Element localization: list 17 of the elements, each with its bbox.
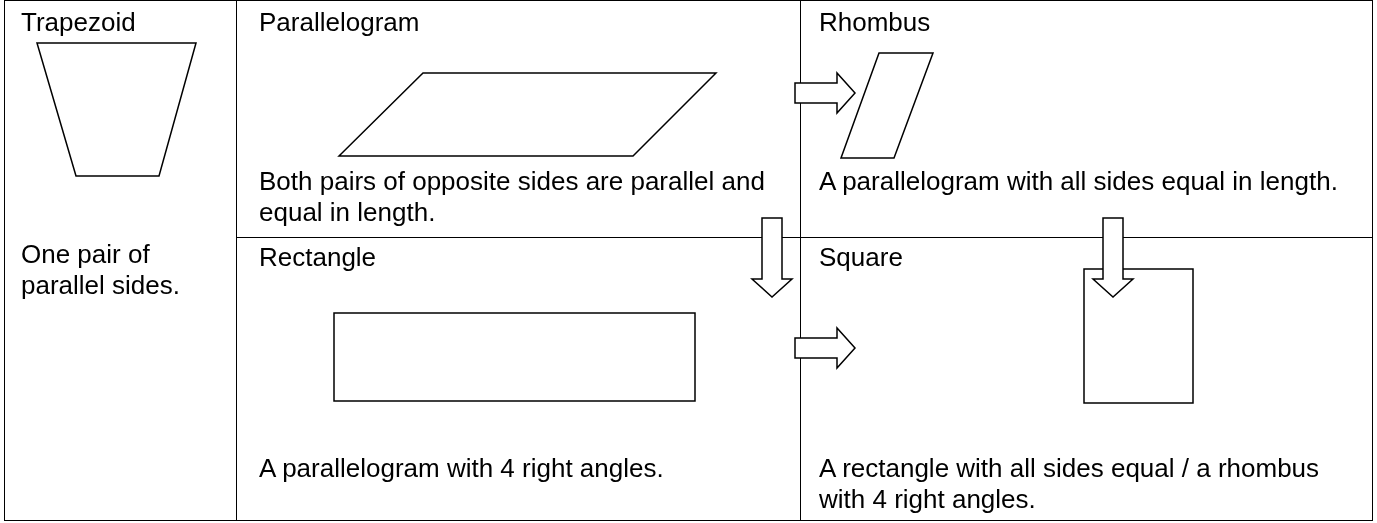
cell-heading: Trapezoid xyxy=(21,7,136,38)
description-text: Both pairs of opposite sides are parallel and equal in length. xyxy=(259,166,766,228)
cell-heading: Square xyxy=(819,242,903,273)
cell-heading: Rectangle xyxy=(259,242,377,273)
cell-heading: Parallelogram xyxy=(259,7,420,38)
table-cell xyxy=(800,237,1373,521)
block-arrow xyxy=(1091,217,1135,298)
description-text: A parallelogram with 4 right angles. xyxy=(259,453,665,484)
table-cell xyxy=(800,0,1373,238)
description-text: A parallelogram with all sides equal in length. xyxy=(819,166,1339,197)
description-text: A rectangle with all sides equal / a rhombus with 4 right angles. xyxy=(819,453,1321,515)
description-text: One pair of parallel sides. xyxy=(21,239,181,301)
block-arrow xyxy=(794,326,856,370)
cell-heading: Rhombus xyxy=(819,7,931,38)
block-arrow xyxy=(794,71,856,115)
table-cell xyxy=(4,0,237,521)
block-arrow xyxy=(750,217,794,298)
